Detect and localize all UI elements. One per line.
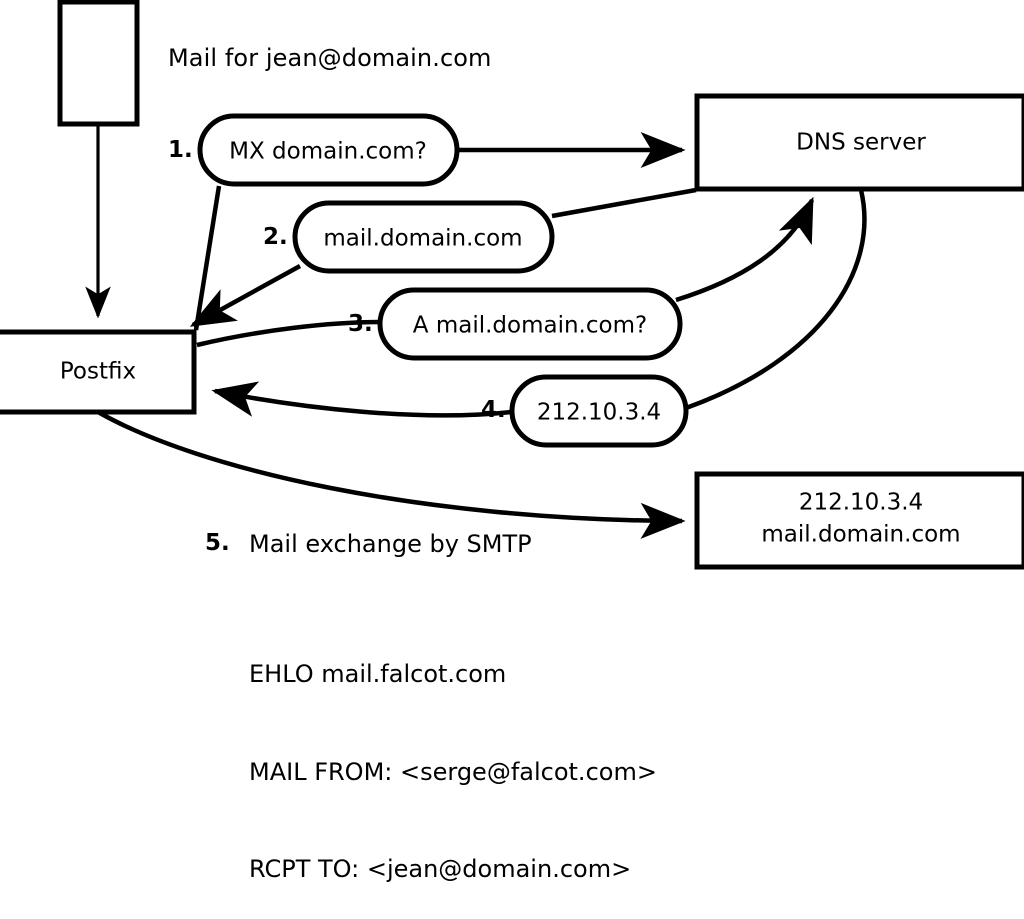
diagram-title: Mail for jean@domain.com — [168, 44, 492, 72]
step-5-number: 5. — [205, 530, 230, 556]
node-dns-server-label: DNS server — [796, 130, 926, 156]
step-1-label: MX domain.com? — [229, 139, 427, 165]
smtp-transcript: EHLO mail.falcot.com MAIL FROM: <serge@f… — [249, 593, 657, 919]
step-2-bubble[interactable]: mail.domain.com — [292, 200, 555, 274]
node-postfix[interactable]: Postfix — [0, 329, 197, 415]
step-1-bubble[interactable]: MX domain.com? — [197, 113, 460, 187]
step-2-number: 2. — [263, 224, 288, 250]
step-5-label: Mail exchange by SMTP — [249, 530, 532, 558]
step-4-bubble[interactable]: 212.10.3.4 — [509, 374, 689, 448]
smtp-line: MAIL FROM: <serge@falcot.com> — [249, 757, 657, 786]
smtp-line: EHLO mail.falcot.com — [249, 660, 507, 688]
node-postfix-label: Postfix — [60, 359, 136, 385]
node-mail-server[interactable]: 212.10.3.4 mail.domain.com — [694, 471, 1024, 570]
edge-step4-dns-to-postfix — [211, 189, 867, 418]
step-3-number: 3. — [348, 311, 373, 337]
step-3-label: A mail.domain.com? — [413, 313, 647, 339]
step-4-number: 4. — [481, 397, 506, 423]
node-mail-server-host: mail.domain.com — [761, 522, 960, 548]
step-2-label: mail.domain.com — [323, 226, 522, 252]
edge-step5-postfix-to-mailserver — [96, 410, 686, 539]
node-source-box[interactable] — [57, 0, 140, 127]
node-mail-server-ip: 212.10.3.4 — [799, 490, 923, 516]
node-dns-server[interactable]: DNS server — [694, 93, 1024, 192]
edge-step2-dns-to-postfix — [189, 187, 697, 327]
step-1-number: 1. — [168, 137, 193, 163]
smtp-line: RCPT TO: <jean@domain.com> — [249, 855, 632, 883]
edge-step3-postfix-to-dns — [196, 196, 815, 348]
step-3-bubble[interactable]: A mail.domain.com? — [377, 287, 683, 361]
step-4-label: 212.10.3.4 — [537, 400, 661, 426]
